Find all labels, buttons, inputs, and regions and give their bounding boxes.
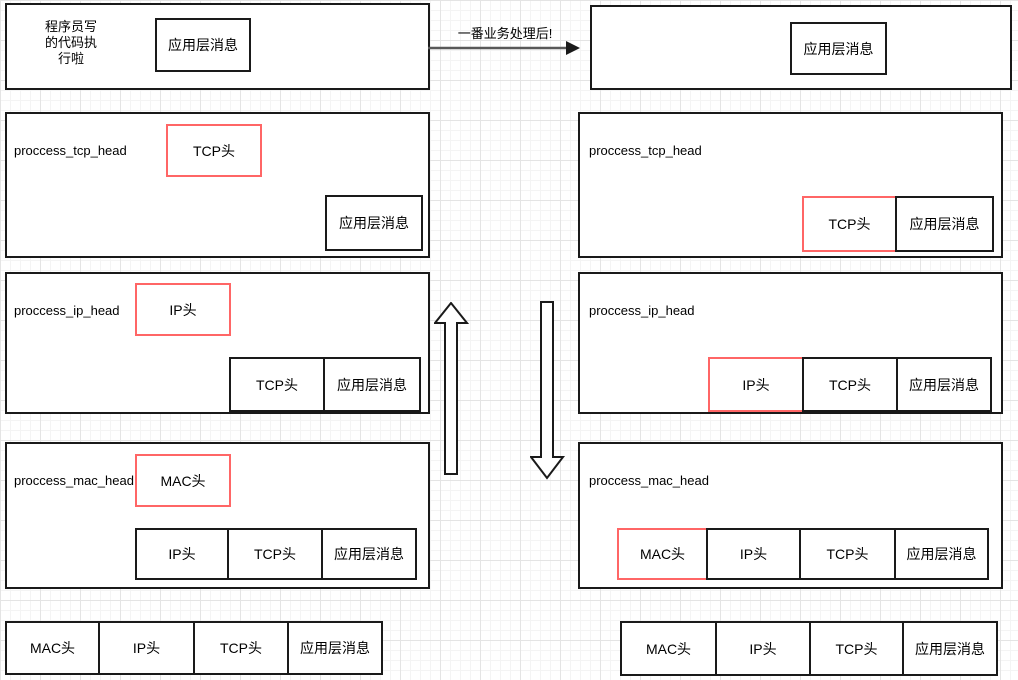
right-ip-process-box: proccess_ip_head IP头 TCP头 应用层消息	[578, 272, 1003, 414]
packet-cell: 应用层消息	[896, 357, 992, 412]
packet-cell: TCP头	[799, 528, 896, 580]
packet-cell-highlight: TCP头	[802, 196, 897, 252]
right-tcp-process-box: proccess_tcp_head TCP头 应用层消息	[578, 112, 1003, 258]
mac-header-label: MAC头	[160, 472, 206, 489]
packet-cell-label: 应用层消息	[339, 215, 409, 231]
ip-header-box: IP头	[135, 283, 231, 336]
tcp-header-box: TCP头	[166, 124, 262, 177]
left-ip-process-box: proccess_ip_head IP头 TCP头 应用层消息	[5, 272, 430, 414]
packet-cell-label: TCP头	[826, 546, 869, 562]
packet-cell-label: TCP头	[220, 640, 262, 656]
packet-cell: 应用层消息	[287, 621, 383, 675]
packet-cell-label: 应用层消息	[337, 376, 407, 393]
ip-header-label: IP头	[169, 301, 197, 318]
tcp-header-label: TCP头	[193, 142, 235, 159]
packet-cell: 应用层消息	[323, 357, 421, 412]
packet-cell-label: TCP头	[254, 546, 296, 562]
source-note: 程序员写的代码执行啦	[44, 19, 97, 66]
app-message-label: 应用层消息	[168, 37, 238, 53]
packet-cell: IP头	[706, 528, 801, 580]
packet-row: MAC头 IP头 TCP头 应用层消息	[617, 528, 989, 580]
packet-cell-label: 应用层消息	[300, 640, 370, 656]
packet-cell-label: MAC头	[639, 546, 686, 562]
packet-row: TCP头 应用层消息	[229, 357, 421, 412]
packet-row: IP头 TCP头 应用层消息	[708, 357, 992, 412]
packet-cell-label: TCP头	[829, 376, 871, 393]
packet-cell: TCP头	[809, 621, 904, 676]
packet-cell-label: TCP头	[828, 216, 871, 232]
packet-cell-label: 应用层消息	[909, 376, 979, 393]
process-title: proccess_ip_head	[589, 303, 695, 318]
packet-cell-label: 应用层消息	[909, 216, 980, 232]
packet-cell: TCP头	[802, 357, 898, 412]
down-arrow-icon	[530, 301, 566, 480]
packet-cell: TCP头	[227, 528, 323, 580]
packet-cell-label: IP头	[132, 640, 161, 656]
packet-cell: TCP头	[229, 357, 325, 412]
app-message-box: 应用层消息	[790, 22, 887, 75]
left-final-frame-row: MAC头 IP头 TCP头 应用层消息	[5, 621, 383, 675]
packet-cell-label: MAC头	[29, 640, 76, 656]
dest-box: 应用层消息	[590, 5, 1012, 90]
packet-cell-label: TCP头	[835, 640, 878, 657]
packet-cell: IP头	[715, 621, 811, 676]
right-final-frame-row: MAC头 IP头 TCP头 应用层消息	[620, 621, 998, 676]
packet-cell-label: IP头	[742, 376, 770, 393]
packet-cell-highlight: IP头	[708, 357, 804, 412]
packet-row: 应用层消息	[325, 195, 423, 251]
process-title: proccess_mac_head	[14, 473, 134, 488]
packet-cell: MAC头	[620, 621, 717, 676]
packet-cell-label: MAC头	[645, 640, 692, 657]
app-message-box: 应用层消息	[155, 18, 251, 72]
packet-cell-label: 应用层消息	[906, 546, 977, 562]
right-arrow-icon	[428, 41, 580, 55]
packet-cell: TCP头	[193, 621, 289, 675]
packet-cell: 应用层消息	[902, 621, 998, 676]
packet-cell: 应用层消息	[894, 528, 989, 580]
process-title: proccess_ip_head	[14, 303, 120, 318]
packet-cell-highlight: MAC头	[617, 528, 708, 580]
packet-cell: 应用层消息	[895, 196, 994, 252]
packet-cell: 应用层消息	[325, 195, 423, 251]
packet-cell: 应用层消息	[321, 528, 417, 580]
mac-header-box: MAC头	[135, 454, 231, 507]
source-box: 程序员写的代码执行啦 应用层消息	[5, 3, 430, 90]
right-mac-process-box: proccess_mac_head MAC头 IP头 TCP头 应用层消息	[578, 442, 1003, 589]
up-arrow-icon	[434, 302, 470, 475]
packet-cell: MAC头	[5, 621, 100, 675]
process-title: proccess_tcp_head	[589, 143, 702, 158]
packet-cell-label: 应用层消息	[334, 546, 404, 562]
packet-cell-label: 应用层消息	[915, 640, 985, 657]
packet-cell-label: TCP头	[256, 376, 298, 393]
packet-row: TCP头 应用层消息	[802, 196, 994, 252]
packet-cell-label: IP头	[749, 640, 777, 657]
packet-cell: IP头	[98, 621, 195, 675]
left-tcp-process-box: proccess_tcp_head TCP头 应用层消息	[5, 112, 430, 258]
process-title: proccess_mac_head	[589, 473, 709, 488]
process-title: proccess_tcp_head	[14, 143, 127, 158]
packet-cell-label: IP头	[168, 546, 196, 562]
left-mac-process-box: proccess_mac_head MAC头 IP头 TCP头 应用层消息	[5, 442, 430, 589]
app-message-label: 应用层消息	[803, 40, 874, 57]
packet-cell-label: IP头	[739, 546, 768, 562]
packet-row: IP头 TCP头 应用层消息	[135, 528, 417, 580]
packet-cell: IP头	[135, 528, 229, 580]
transition-label: 一番业务处理后!	[457, 26, 553, 41]
